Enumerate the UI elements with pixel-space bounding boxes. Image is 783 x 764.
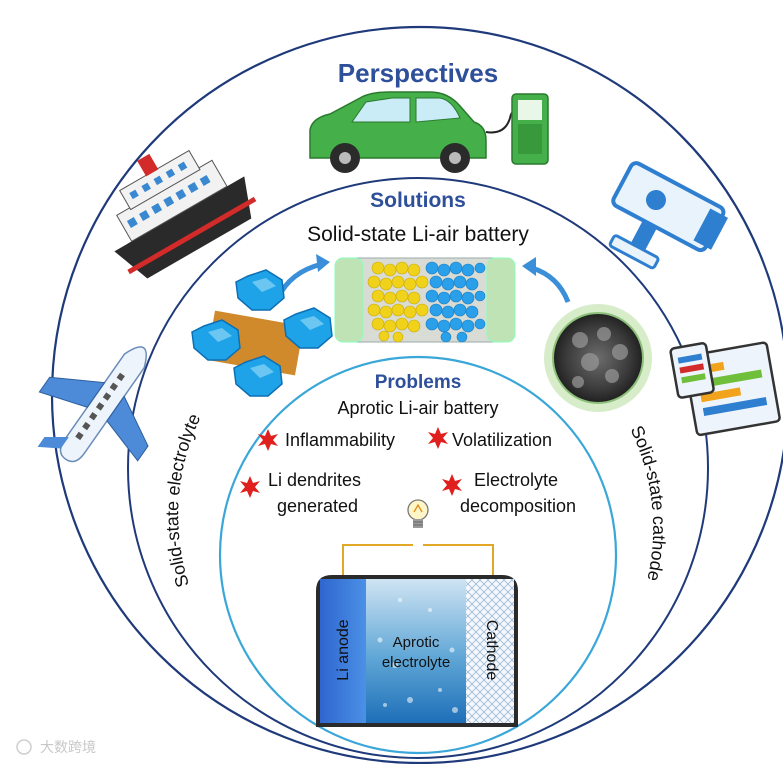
watermark: 大数跨境 (40, 739, 96, 755)
sem-cathode-icon (544, 304, 652, 412)
issue-electrolyte: Electrolyte (474, 470, 558, 490)
airplane-icon (37, 346, 149, 463)
cell-electrolyte-label-1: Aprotic (393, 634, 440, 651)
arrow-from-electrolyte (275, 261, 323, 300)
cell-electrolyte-label-2: electrolyte (382, 654, 450, 671)
issue-volatilization: Volatilization (452, 430, 552, 450)
arrow-from-cathode (531, 265, 571, 303)
solutions-title: Solutions (370, 189, 466, 212)
problems-title: Problems (375, 372, 462, 393)
ship-icon (114, 149, 257, 279)
cell-cathode-label: Cathode (483, 620, 500, 681)
cathode-region (466, 579, 514, 723)
cell-anode-label: Li anode (335, 619, 352, 680)
li-anode (320, 579, 366, 723)
problems-subtitle: Aprotic Li-air battery (337, 398, 498, 418)
warning-star-icon (240, 476, 260, 498)
lightbulb-icon (407, 499, 429, 528)
warning-star-icon (258, 429, 278, 451)
problems-ring (218, 355, 618, 755)
issue-li-dendrites: Li dendrites (268, 470, 361, 490)
warning-star-icon (442, 474, 462, 496)
aprotic-cell (316, 575, 518, 727)
warning-star-icon (428, 427, 448, 449)
devices-icon (669, 341, 781, 437)
solutions-subtitle: Solid-state Li-air battery (307, 223, 529, 246)
solid-state-electrolyte-label: Solid-state electrolyte (162, 411, 204, 590)
battery-cylinder-icon (334, 257, 516, 343)
solid-state-cathode-label: Solid-state cathode (627, 423, 670, 583)
car-charger-icon (309, 91, 549, 173)
svg-text:Solid-state cathode: Solid-state cathode (627, 423, 670, 583)
issue-inflammability: Inflammability (285, 430, 395, 450)
electrolyte-region (366, 579, 466, 723)
issue-decomposition: decomposition (460, 496, 576, 516)
perspectives-title: Perspectives (338, 58, 498, 88)
issue-generated: generated (277, 496, 358, 516)
solutions-ring (127, 177, 709, 759)
cctv-camera-icon (608, 161, 729, 270)
svg-text:Solid-state electrolyte: Solid-state electrolyte (162, 411, 204, 590)
mof-crystal-icon (191, 269, 333, 397)
